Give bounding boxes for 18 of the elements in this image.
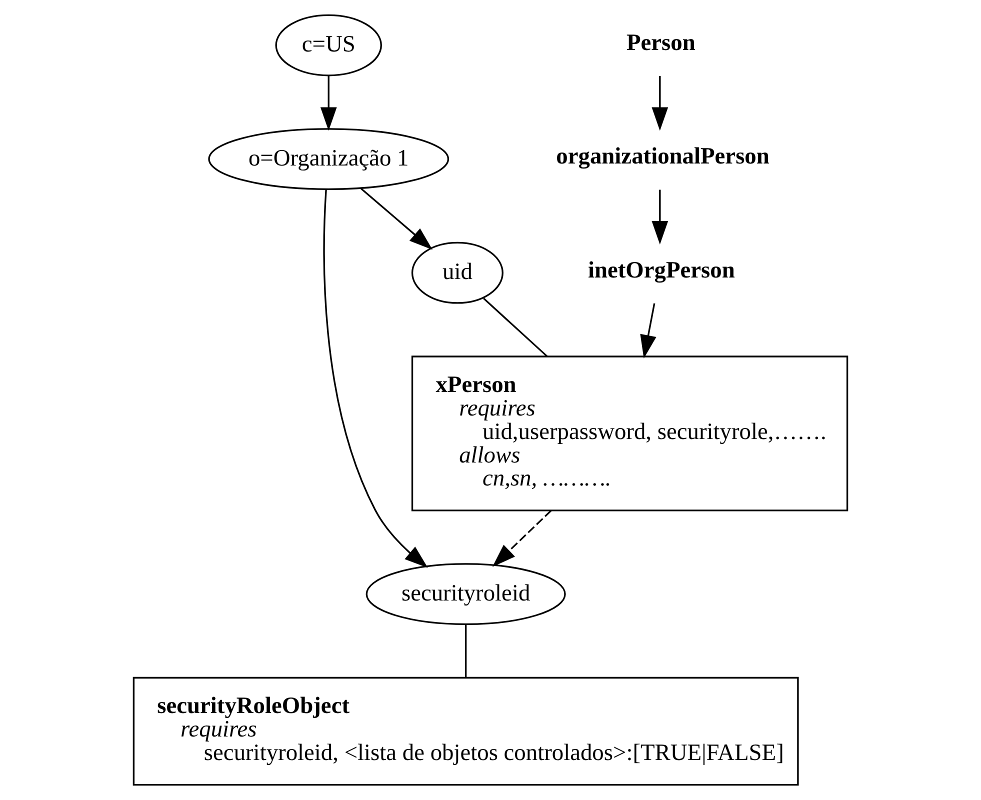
node-ellipse: o=Organização 1: [208, 128, 450, 190]
arrow: [652, 190, 668, 244]
node-ellipse: uid: [411, 242, 504, 304]
connector: [483, 298, 548, 358]
node-box: securityRoleObject requires securityroleid, <lista de objetos controlados>:[TRUE|FALSE]: [132, 676, 799, 786]
connector: [464, 624, 467, 678]
node-ellipse: c=US: [275, 14, 382, 76]
node-ellipse: securityroleid: [366, 563, 566, 626]
arrow: [323, 189, 428, 568]
arrow: [320, 76, 337, 131]
node-text: organizationalPerson: [556, 144, 770, 170]
arrow: [652, 76, 668, 131]
arrow: [640, 303, 656, 358]
node-box: xPerson requires uid,userpassword, securityrole,……. allows cn,sn, ……….: [411, 356, 848, 512]
node-text: Person: [626, 30, 696, 56]
arrow: [360, 188, 433, 250]
node-text: inetOrgPerson: [588, 257, 735, 284]
arrow: [492, 510, 552, 567]
